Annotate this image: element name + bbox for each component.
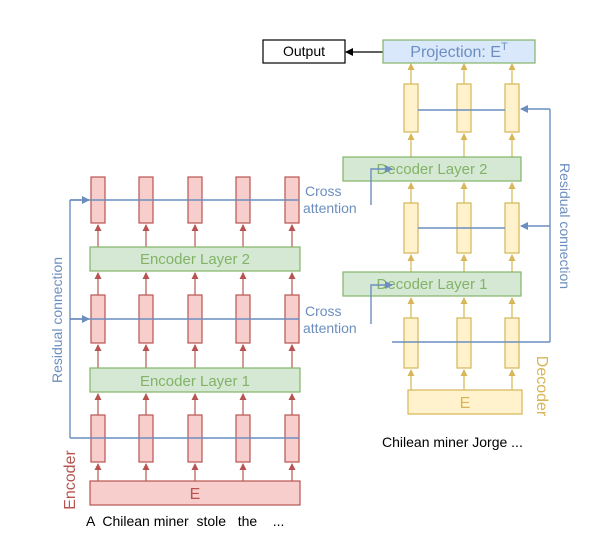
decoder-label: Decoder [533, 356, 550, 417]
decoder-top-columns [403, 83, 520, 133]
projection-label-base: Projection: E [410, 44, 501, 61]
encoder-input-text: A Chilean miner stole the ... [86, 513, 284, 529]
decoder-bottom-column-1 [403, 317, 419, 369]
encoder-embedding-box [89, 480, 301, 506]
encoder-layer-2-box [89, 246, 301, 272]
encoder-layer-1-box [89, 367, 301, 393]
cross-attention-top-line1: Cross [305, 183, 342, 199]
decoder-layer-1-label: Decoder Layer 1 [377, 276, 488, 293]
cross-attention-bottom-line2: attention [303, 320, 357, 336]
decoder-layer-1-box [342, 271, 522, 297]
decoder-top-column-2 [456, 83, 472, 133]
decoder-top-column-1 [403, 83, 419, 133]
cross-attention-top-line2: attention [303, 200, 357, 216]
residual-connection-left-label: Residual connection [49, 257, 65, 383]
decoder-embedding-box [407, 389, 523, 415]
decoder-input-text: Chilean miner Jorge ... [382, 434, 523, 450]
projection-label-sup: T [501, 41, 508, 53]
projection-label: Projection: ET [410, 41, 508, 61]
decoder-top-column-3 [504, 83, 520, 133]
decoder-bottom-column-2 [456, 317, 472, 369]
encoder-embedding-label: E [190, 486, 201, 503]
encoder-layer-1-label: Encoder Layer 1 [140, 373, 250, 390]
output-label: Output [283, 43, 325, 59]
projection-box [382, 39, 536, 64]
cross-attention-top-arrow [370, 165, 393, 205]
cross-attention-bottom-arrow [370, 281, 393, 324]
decoder-middle-column-3 [504, 202, 520, 254]
residual-connection-right-label: Residual connection [557, 163, 573, 289]
decoder-embedding-label: E [460, 395, 471, 412]
decoder-layer-2-label: Decoder Layer 2 [377, 161, 488, 178]
encoder-label: Encoder [62, 450, 79, 510]
encoder-layer-2-label: Encoder Layer 2 [140, 251, 250, 268]
decoder-bottom-columns [403, 317, 520, 369]
cross-attention-bottom-line1: Cross [305, 303, 342, 319]
decoder-middle-column-1 [403, 202, 419, 254]
decoder-bottom-column-3 [504, 317, 520, 369]
